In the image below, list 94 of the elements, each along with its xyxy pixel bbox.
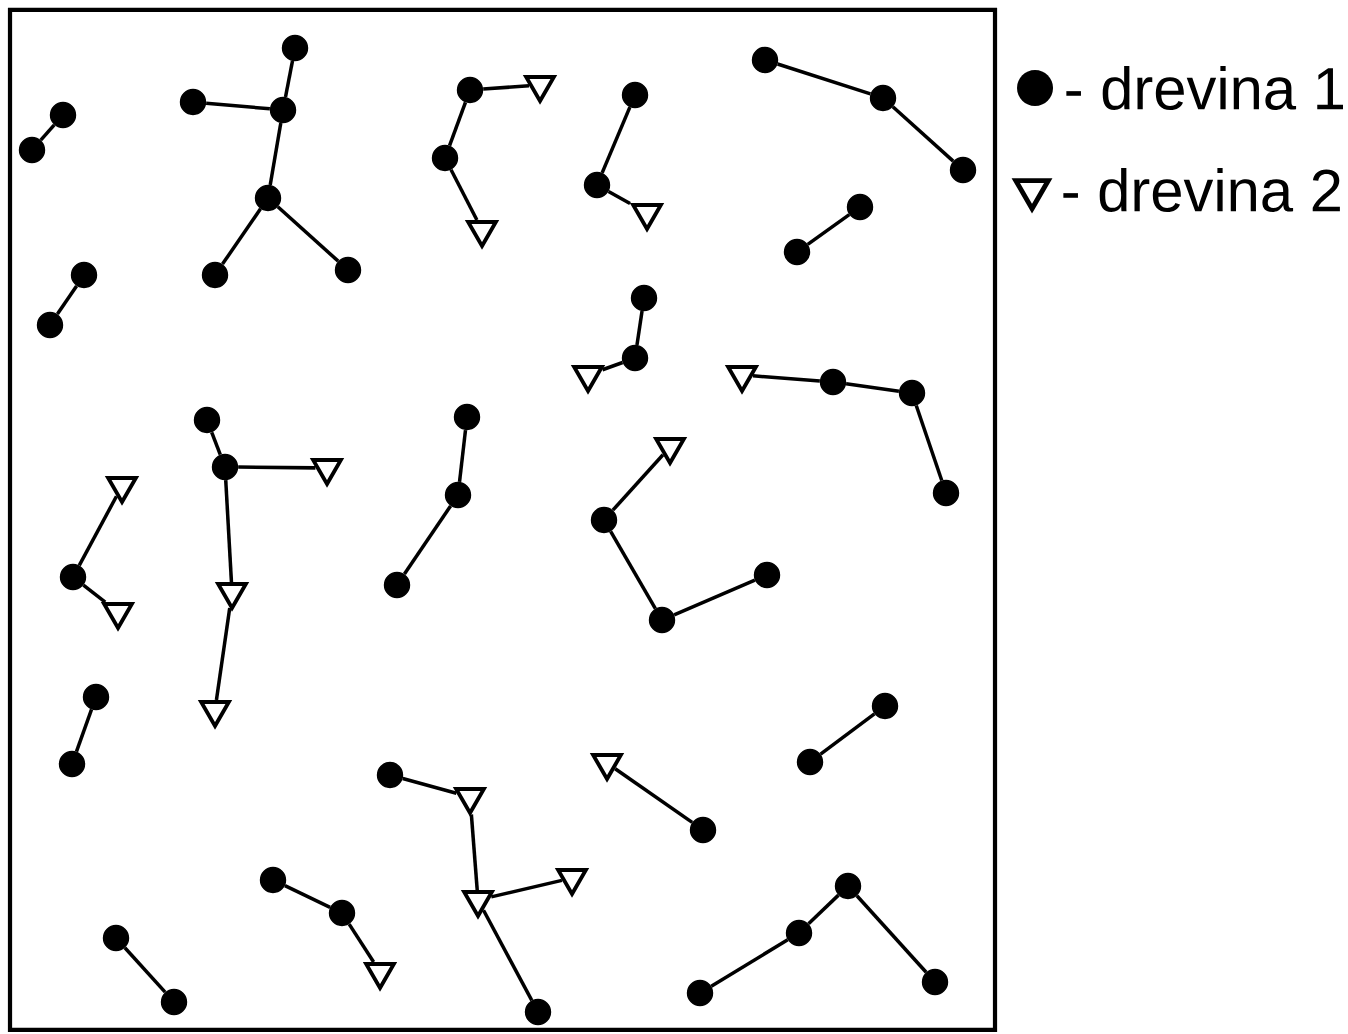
dot [82,683,110,711]
dot [18,136,46,164]
connector-line [402,776,457,795]
connector-line [402,504,453,576]
connector-line [77,495,119,567]
connector-line [600,106,632,174]
dot [921,968,949,996]
dot [689,816,717,844]
dot [621,344,649,372]
dot [524,998,552,1026]
dot [834,872,862,900]
connector-line [483,84,530,91]
dot [751,46,779,74]
dot [796,748,824,776]
dot [898,379,926,407]
connector-line [490,878,563,899]
connector-line [482,909,534,1002]
dot [193,406,221,434]
dot [444,481,472,509]
connector-line [214,607,232,701]
legend-label: - drevina 1 [1066,66,1343,110]
connector-line [39,123,56,142]
connector-line [914,404,944,482]
connector-line [607,189,631,206]
connector-line [855,894,928,974]
connector-line [449,168,479,221]
dot [259,866,287,894]
connector-line [284,884,331,909]
dot [201,261,229,289]
connector-line [210,431,222,456]
connector-line [601,360,624,372]
connector-line [845,382,900,393]
dot [254,184,282,212]
dot [70,261,98,289]
dot [932,479,960,507]
dot [59,563,87,591]
connector-line [635,310,644,346]
dot [871,692,899,720]
dot [334,256,362,284]
dot [328,899,356,927]
connector-line [238,465,316,470]
dot [269,96,297,124]
dot [630,284,658,312]
connector-line [710,938,789,988]
dot [785,919,813,947]
connector-line [206,101,270,111]
connector-line [74,708,94,753]
dot [160,988,188,1016]
connector-line [457,429,468,483]
dot [179,88,207,116]
dot [456,76,484,104]
dot [590,506,618,534]
dot [36,311,64,339]
connector-line [276,205,340,263]
connector-line [469,814,479,891]
dot [49,101,77,129]
dot [819,368,847,396]
dot [753,561,781,589]
connector-line [283,60,295,98]
dot [453,403,481,431]
dot [783,238,811,266]
connector-line [82,583,107,604]
dot [869,84,897,112]
connector-line [123,946,167,994]
dot [376,761,404,789]
legend-label: - drevina 2 [1063,168,1340,212]
connector-line [347,923,376,963]
connector-line [614,767,694,824]
dot [58,750,86,778]
dot [211,453,239,481]
connector-line [611,453,665,512]
dot [383,571,411,599]
connector-line [777,62,871,96]
connector-line [224,480,234,583]
connector-line [819,712,876,756]
connector-line [673,578,756,617]
connector-line [807,893,840,926]
connector-line [609,530,657,610]
dot [648,606,676,634]
dot [949,156,977,184]
connector-line [806,213,851,246]
dot [102,924,130,952]
connector-line [752,374,820,383]
dot [686,979,714,1007]
dot [621,81,649,109]
connector-line [55,284,79,316]
connector-line [221,207,262,266]
dot [583,171,611,199]
connector-line [268,122,283,186]
dot [281,34,309,62]
dot [846,193,874,221]
dot [431,144,459,172]
connector-line [447,101,468,147]
connector-line [891,105,955,163]
